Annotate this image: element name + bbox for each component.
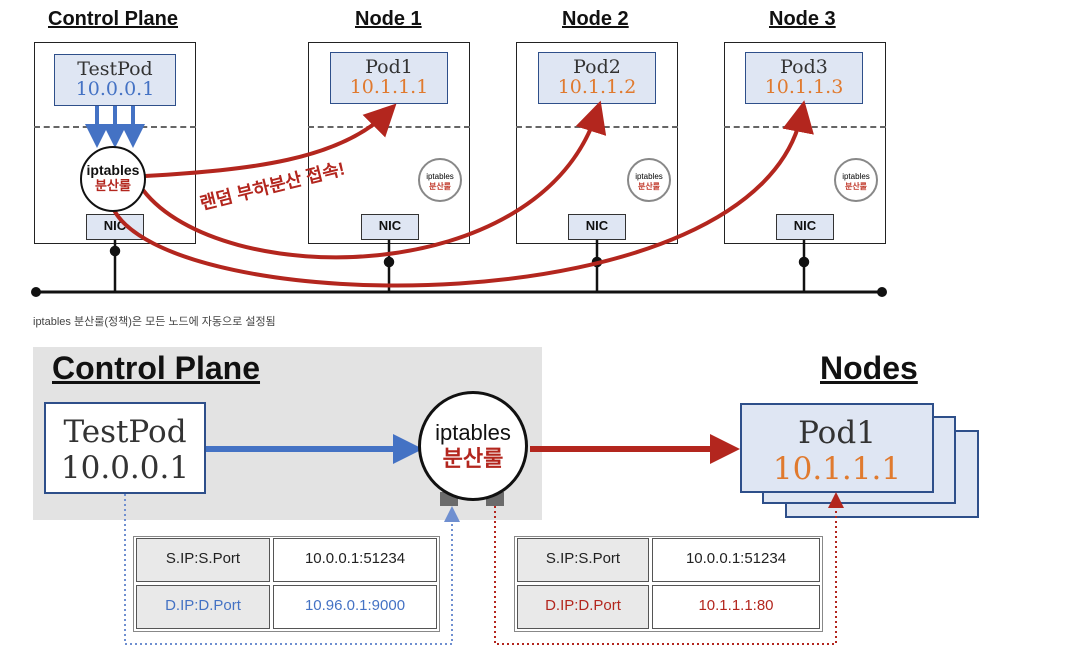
testpod-box: TestPod 10.0.0.1 [54, 54, 176, 106]
lb-arrow-to-pod3 [110, 100, 814, 288]
bottom-nodes-title: Nodes [820, 350, 918, 386]
bottom-pod1-ip: 10.1.1.1 [772, 451, 902, 487]
bottom-flow-svg [124, 434, 844, 645]
node2-iptables-badge: iptables 분산룰 [627, 158, 671, 202]
node1-pod-ip: 10.1.1.1 [349, 76, 429, 98]
left-table-value-0: 10.0.0.1:51234 [273, 538, 437, 582]
left-dotted-path [124, 494, 460, 645]
bottom-control-plane-title: Control Plane [52, 350, 261, 386]
bus-left-end [31, 287, 41, 297]
testpod-down-arrows [85, 106, 145, 148]
cp-iptables-label: iptables [86, 162, 140, 178]
node1-pod-box: Pod1 10.1.1.1 [330, 52, 448, 104]
top-network-svg [31, 100, 887, 297]
right-table-key-1: D.IP:D.Port [517, 585, 649, 629]
right-dotted-path [494, 492, 844, 645]
node1-iptables-label: iptables [426, 172, 454, 181]
bus-right-end [877, 287, 887, 297]
testpod-name: TestPod [77, 58, 153, 80]
node1-pod-name: Pod1 [365, 56, 413, 78]
node2-title: Node 2 [562, 8, 629, 30]
node2-pod-ip: 10.1.1.2 [557, 76, 637, 98]
node3-pod-name: Pod3 [780, 56, 828, 78]
bottom-iptables-label: iptables [435, 420, 511, 445]
left-table-value-1: 10.96.0.1:9000 [273, 585, 437, 629]
node1-nic: NIC [361, 214, 419, 240]
node3-iptables-label: iptables [842, 172, 870, 181]
node2-rule-label: 분산룰 [637, 182, 661, 191]
node1-rule-label: 분산룰 [428, 182, 452, 191]
right-table-key-0: S.IP:S.Port [517, 538, 649, 582]
node3-title: Node 3 [769, 8, 836, 30]
cp-rule-label: 분산룰 [95, 178, 131, 193]
node2-pod-name: Pod2 [573, 56, 621, 78]
node3-nic: NIC [776, 214, 834, 240]
right-table-value-1: 10.1.1.1:80 [652, 585, 820, 629]
testpod-ip: 10.0.0.1 [75, 78, 155, 100]
caption-text: iptables 분산룰(정책)은 모든 노드에 자동으로 설정됨 [33, 316, 276, 328]
node3-rule-label: 분산룰 [844, 182, 868, 191]
bottom-testpod-box: TestPod 10.0.0.1 [44, 402, 206, 494]
node1-title: Node 1 [355, 8, 422, 30]
control-plane-title: Control Plane [48, 8, 179, 30]
node3-pod-box: Pod3 10.1.1.3 [745, 52, 863, 104]
node2-iptables-label: iptables [635, 172, 663, 181]
node3-iptables-badge: iptables 분산룰 [834, 158, 878, 202]
node3-pod-ip: 10.1.1.3 [764, 76, 844, 98]
bottom-testpod-name: TestPod [63, 414, 187, 450]
cp-iptables-circle: iptables 분산룰 [80, 146, 146, 212]
lb-arrow-to-pod1 [144, 103, 397, 178]
right-table-value-0: 10.0.0.1:51234 [652, 538, 820, 582]
bottom-iptables-circle: iptables 분산룰 [418, 391, 528, 501]
bottom-testpod-ip: 10.0.0.1 [60, 450, 190, 486]
node1-iptables-badge: iptables 분산룰 [418, 158, 462, 202]
lb-arrow-to-pod2 [141, 100, 607, 260]
node2-pod-box: Pod2 10.1.1.2 [538, 52, 656, 104]
bottom-pod1-name: Pod1 [798, 415, 876, 451]
left-table-key-1: D.IP:D.Port [136, 585, 270, 629]
node2-nic: NIC [568, 214, 626, 240]
left-table-key-0: S.IP:S.Port [136, 538, 270, 582]
bottom-rule-label: 분산룰 [442, 446, 504, 471]
